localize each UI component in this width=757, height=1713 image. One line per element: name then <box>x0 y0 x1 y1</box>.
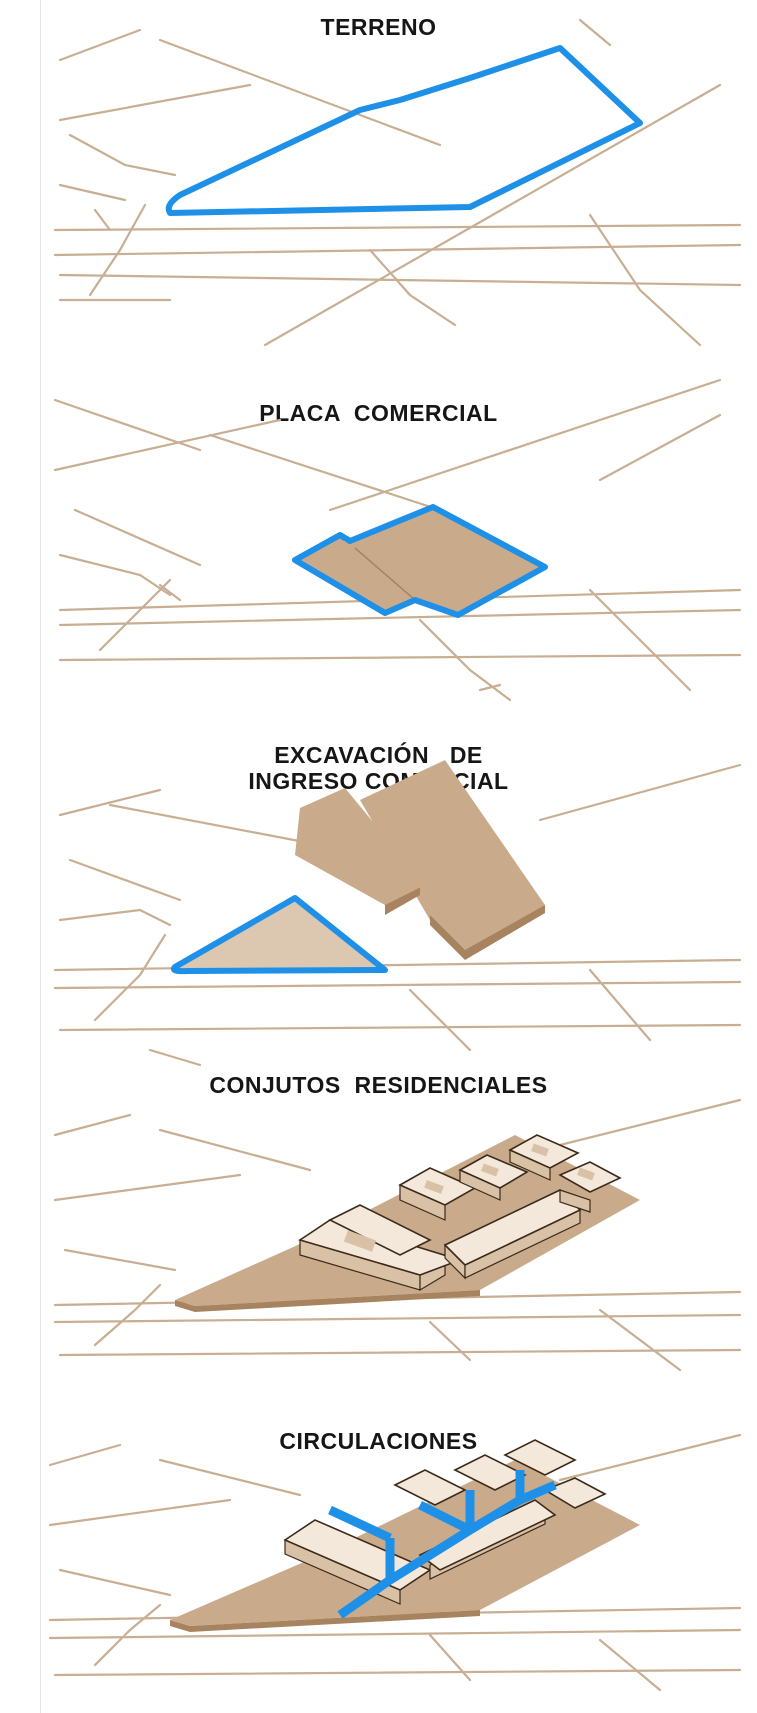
excavation-area <box>175 895 385 970</box>
commercial-blocks <box>295 760 545 960</box>
panel-title-circulaciones: CIRCULACIONES <box>279 1428 478 1454</box>
site-map-terreno <box>53 18 742 347</box>
left-border-line <box>40 0 41 1713</box>
site-boundary-outline <box>165 45 643 216</box>
excavation-outline <box>170 895 388 975</box>
road-network <box>48 1433 742 1692</box>
panel-title-terreno: TERRENO <box>320 14 437 40</box>
road-network <box>53 763 742 1067</box>
road-network <box>53 1098 742 1372</box>
residential-buildings <box>298 1134 622 1292</box>
site-base <box>175 1135 640 1306</box>
site-map-circulaciones <box>48 1433 742 1692</box>
circulation-paths <box>328 1470 557 1619</box>
panel-title-conjuntos: CONJUTOS RESIDENCIALES <box>209 1072 548 1098</box>
commercial-podium-outline <box>292 504 548 618</box>
site-map-placa-comercial <box>53 378 742 702</box>
site-map-excavacion <box>53 760 742 1067</box>
road-network <box>53 378 742 702</box>
site-map-conjuntos <box>53 1098 742 1372</box>
road-network <box>53 18 742 347</box>
